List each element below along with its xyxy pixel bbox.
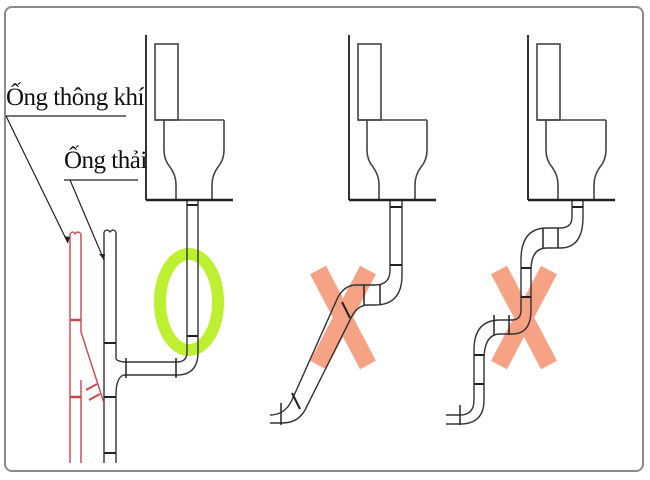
panel-wrong-1: [269, 33, 438, 425]
x-marker: [491, 265, 557, 370]
panel-correct: [5, 33, 235, 463]
ok-circle-marker: [154, 248, 224, 356]
panel-wrong-2: [446, 33, 617, 425]
toilet-icon: [526, 33, 617, 202]
vent-pipe-label: Ống thông khí: [6, 84, 144, 111]
toilet-icon: [347, 33, 438, 202]
x-marker: [310, 265, 376, 370]
toilet-icon: [144, 33, 235, 202]
waste-pipe-label: Ống thải: [64, 147, 147, 174]
